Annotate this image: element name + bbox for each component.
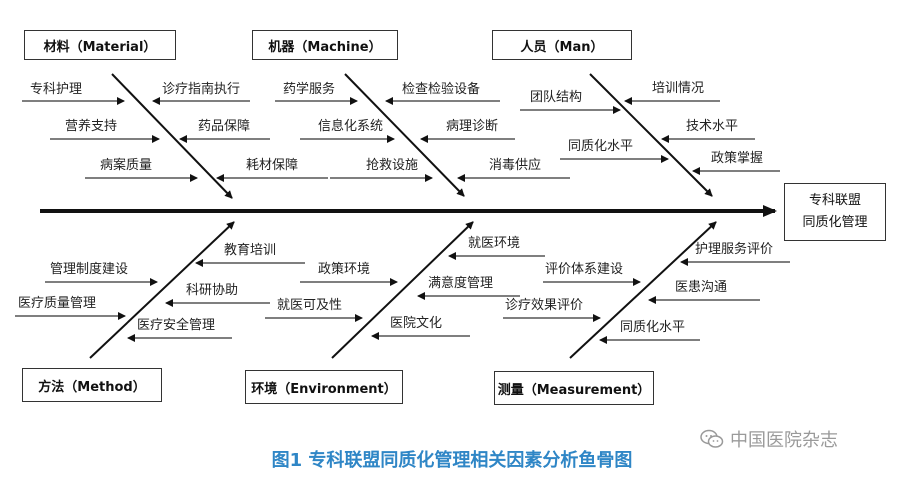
- cause-label: 检查检验设备: [402, 82, 481, 97]
- cause-label: 医疗安全管理: [137, 318, 216, 333]
- cause-label: 护理服务评价: [695, 242, 774, 257]
- category-measurement: 测量（Measurement）: [494, 371, 654, 405]
- cause-label: 技术水平: [686, 119, 739, 134]
- cause-label: 团队结构: [530, 90, 583, 105]
- cause-label: 政策掌握: [711, 151, 764, 166]
- cause-label: 医院文化: [390, 316, 443, 331]
- cause-label: 教育培训: [224, 243, 277, 258]
- effect-line-1: 专科联盟: [808, 193, 861, 208]
- rib-material: [111, 73, 233, 199]
- cause-label: 消毒供应: [489, 158, 542, 173]
- cause-label: 医患沟通: [675, 280, 728, 295]
- category-material: 材料（Material）: [24, 30, 176, 60]
- cause-label: 管理制度建设: [50, 262, 129, 277]
- wechat-icon: [700, 429, 724, 448]
- cause-label: 培训情况: [652, 81, 705, 96]
- cause-label: 同质化水平: [568, 139, 634, 154]
- effect-box: 专科联盟 同质化管理: [784, 183, 886, 241]
- cause-label: 评价体系建设: [545, 262, 624, 277]
- cause-label: 药品保障: [198, 119, 251, 134]
- category-man: 人员（Man）: [492, 30, 632, 60]
- cause-label: 药学服务: [283, 82, 336, 97]
- cause-label: 专科护理: [30, 82, 83, 97]
- cause-label: 政策环境: [318, 262, 371, 277]
- category-method: 方法（Method）: [22, 368, 162, 402]
- category-environment: 环境（Environment）: [245, 370, 403, 404]
- cause-label: 信息化系统: [318, 119, 384, 134]
- cause-label: 抢救设施: [366, 158, 419, 173]
- rib-environment: [331, 221, 474, 359]
- watermark-text: 中国医院杂志: [730, 430, 838, 451]
- cause-label: 诊疗效果评价: [505, 298, 584, 313]
- figure-caption: 图1 专科联盟同质化管理相关因素分析鱼骨图: [271, 450, 633, 471]
- cause-label: 医疗质量管理: [18, 296, 97, 311]
- cause-label: 科研协助: [186, 283, 239, 298]
- cause-label: 病案质量: [100, 158, 153, 173]
- cause-label: 就医环境: [468, 236, 521, 251]
- cause-label: 诊疗指南执行: [162, 82, 241, 97]
- rib-method: [89, 221, 235, 359]
- category-machine: 机器（Machine）: [252, 30, 398, 60]
- rib-man: [589, 73, 713, 197]
- cause-label: 病理诊断: [446, 119, 499, 134]
- cause-label: 耗材保障: [246, 158, 299, 173]
- cause-label: 同质化水平: [620, 320, 686, 335]
- rib-machine: [344, 73, 465, 197]
- cause-label: 满意度管理: [428, 276, 494, 291]
- effect-line-2: 同质化管理: [802, 215, 868, 230]
- cause-label: 就医可及性: [277, 298, 343, 313]
- rib-measurement: [569, 221, 717, 359]
- cause-label: 营养支持: [65, 119, 118, 134]
- watermark: 中国医院杂志: [700, 426, 838, 452]
